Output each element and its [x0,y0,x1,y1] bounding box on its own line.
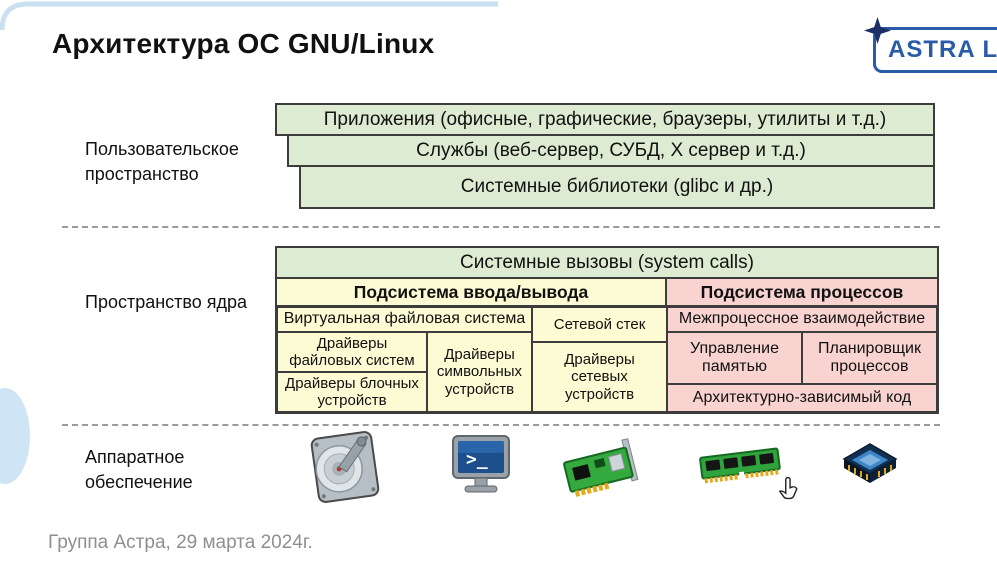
cell-net-drivers: Драйверы сетевых устройств [532,342,667,412]
cpu-icon [842,443,898,483]
cell-network-stack: Сетевой стек [532,307,667,342]
cell-char-drivers: Драйверы символьных устройств [427,332,532,412]
separator-user-kernel [62,226,940,228]
cell-fs-drivers: Драйверы файловых систем [277,332,427,372]
user-space-layers: Приложения (офисные, графические, браузе… [275,103,935,209]
astra-star-icon [864,17,891,44]
cell-vfs: Виртуальная файловая система [277,307,532,332]
hand-cursor-icon [778,477,798,500]
logo-text: ASTRA LINUX [888,36,997,63]
footer-text: Группа Астра, 29 марта 2024г. [48,532,313,553]
astra-linux-logo: ASTRA LINUX [864,17,997,73]
system-calls-row: Системные вызовы (system calls) [275,246,939,279]
network-card-icon [563,438,639,497]
terminal-icon: >_ [452,435,510,493]
layer-services: Службы (веб-сервер, СУБД, X сервер и т.д… [287,134,935,167]
process-subsystem-header: Подсистема процессов [665,277,939,307]
cell-arch-dependent-code: Архитектурно-зависимый код [667,384,937,412]
subsystem-headers: Подсистема ввода/вывода Подсистема проце… [275,277,939,307]
label-hardware: Аппаратное обеспечение [85,447,193,492]
io-subsystem-header: Подсистема ввода/вывода [275,277,667,307]
svg-text:>_: >_ [466,449,488,470]
label-kernel-space: Пространство ядра [85,292,248,312]
hdd-icon [310,431,380,503]
label-user-space: Пользовательское пространство [85,139,239,184]
kernel-grid: Виртуальная файловая система Сетевой сте… [275,305,939,414]
cell-ipc: Межпроцессное взаимодействие [667,307,937,332]
separator-kernel-hardware [62,424,940,426]
ram-icon [699,447,781,484]
cell-process-scheduler: Планировщик процессов [802,332,937,384]
layer-applications: Приложения (офисные, графические, браузе… [275,103,935,136]
cell-block-drivers: Драйверы блочных устройств [277,372,427,412]
layer-system-libraries: Системные библиотеки (glibc и др.) [299,165,935,209]
cell-memory-management: Управление памятью [667,332,802,384]
kernel-diagram: Системные вызовы (system calls) Подсисте… [275,246,939,414]
background-blob [0,388,30,484]
page-title: Архитектура ОС GNU/Linux [52,28,435,59]
